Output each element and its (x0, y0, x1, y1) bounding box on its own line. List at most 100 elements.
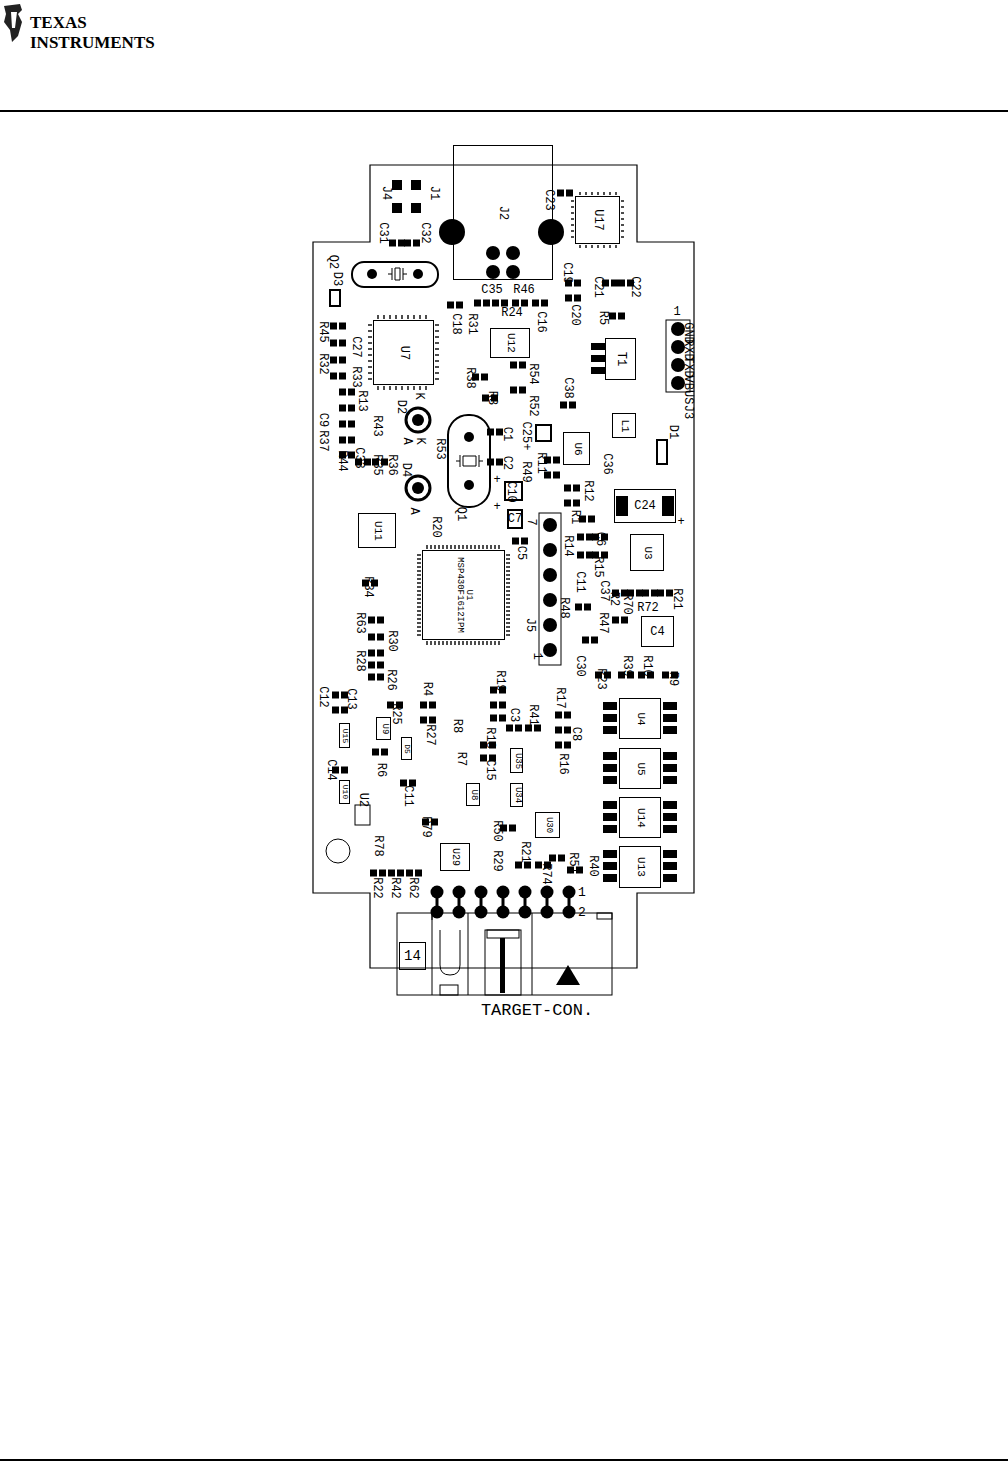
pin-pad (506, 246, 520, 260)
component-outline: U30 (535, 812, 560, 838)
ic-pin (462, 641, 463, 645)
header-rule (0, 110, 1008, 112)
smd-pad (370, 870, 377, 877)
smd-pad (447, 302, 454, 309)
silkscreen-label: Q1 (455, 507, 467, 521)
smd-pad (549, 855, 556, 862)
silkscreen-label: C8 (570, 727, 582, 741)
ic-pin (506, 622, 510, 623)
designator: U35 (512, 752, 521, 768)
ic-pin (603, 245, 604, 248)
device-pad (663, 726, 677, 734)
silkscreen-label: A (401, 437, 413, 444)
ic-pin (579, 192, 580, 195)
silkscreen-label: R7 (455, 752, 467, 766)
led-pad (412, 482, 424, 494)
smd-pad (499, 702, 506, 709)
device-pad (603, 874, 617, 882)
ic-pin (435, 342, 439, 343)
designator: U15 (340, 728, 348, 742)
device-pad (663, 813, 677, 821)
silkscreen-label: 1 (578, 886, 586, 899)
smd-pad (553, 472, 560, 479)
silkscreen-label: R23 (595, 668, 607, 690)
smd-pad (560, 402, 567, 409)
pin1-marker (556, 965, 580, 985)
smd-pad (330, 373, 337, 380)
connector-notch (597, 913, 612, 919)
pin-pad (519, 886, 532, 899)
component-outline: U6 (563, 432, 590, 465)
silkscreen-label: R49 (520, 461, 532, 483)
silkscreen-label: R34 (362, 576, 374, 598)
smd-pad (388, 870, 395, 877)
smd-pad (553, 457, 560, 464)
ic-pin (417, 606, 421, 607)
ic-pin (417, 614, 421, 615)
smd-pad (377, 650, 384, 657)
smd-pad (411, 180, 421, 190)
smd-pad (411, 203, 421, 213)
designator: U10 (340, 785, 348, 799)
ic-pin (417, 622, 421, 623)
designator: U13 (634, 857, 646, 877)
ic-pin (417, 574, 421, 575)
smd-pad (456, 302, 463, 309)
ic-pin (417, 566, 421, 567)
ic-pin (435, 372, 439, 373)
device-pad (603, 825, 617, 833)
silkscreen-label: R9 (667, 672, 679, 686)
silkscreen-label: 7 (525, 518, 537, 525)
pin-pad (453, 906, 466, 919)
silkscreen-label: C33 (353, 447, 365, 469)
ic-pin (413, 386, 414, 390)
logo-mark (11, 12, 17, 28)
smd-pad (573, 500, 580, 507)
ic-pin (368, 372, 372, 373)
designator-group: U7 (397, 345, 410, 359)
ic-pin (462, 545, 463, 549)
silkscreen-label: R47 (597, 612, 609, 634)
silkscreen-label: Q2 (327, 255, 339, 269)
device-pad (591, 355, 605, 362)
pin-pad (543, 593, 557, 607)
ic-pin (435, 378, 439, 379)
ic-pin (407, 386, 408, 390)
ic-pin (490, 641, 491, 645)
silkscreen-label: R21 (671, 588, 683, 610)
ic-pin (368, 336, 372, 337)
designator-group: U3 (641, 546, 653, 559)
component-outline: T1 (605, 338, 636, 380)
ic-pin (571, 200, 574, 201)
designator: U4 (634, 712, 646, 725)
ic-pin (368, 324, 372, 325)
device-pad (603, 726, 617, 734)
silkscreen-label: C21 (592, 276, 604, 298)
smd-pad (555, 727, 562, 734)
pin-pad (464, 432, 474, 442)
ic-pin (470, 641, 471, 645)
smd-pad (377, 617, 384, 624)
silkscreen-label: R1 (569, 510, 581, 524)
smd-pad (429, 702, 436, 709)
smd-pad (555, 712, 562, 719)
silkscreen-label: R17 (554, 687, 566, 709)
smd-pad (512, 538, 519, 545)
silkscreen-label: R31 (466, 313, 478, 335)
device-pad (603, 714, 617, 722)
smd-pad (574, 295, 581, 302)
designator-group: U10 (340, 785, 348, 799)
silkscreen-label: C5 (515, 546, 527, 560)
smd-pad (339, 323, 346, 330)
ic-pin (458, 545, 459, 549)
silkscreen-label: R12 (582, 480, 594, 502)
ic-pin (498, 641, 499, 645)
ic-pin (435, 330, 439, 331)
smd-pad (332, 707, 339, 714)
smd-pad (564, 485, 571, 492)
ic-pin (458, 641, 459, 645)
smd-pad (636, 590, 643, 597)
ic-pin (506, 586, 510, 587)
ic-pin (417, 630, 421, 631)
device-pad (663, 825, 677, 833)
